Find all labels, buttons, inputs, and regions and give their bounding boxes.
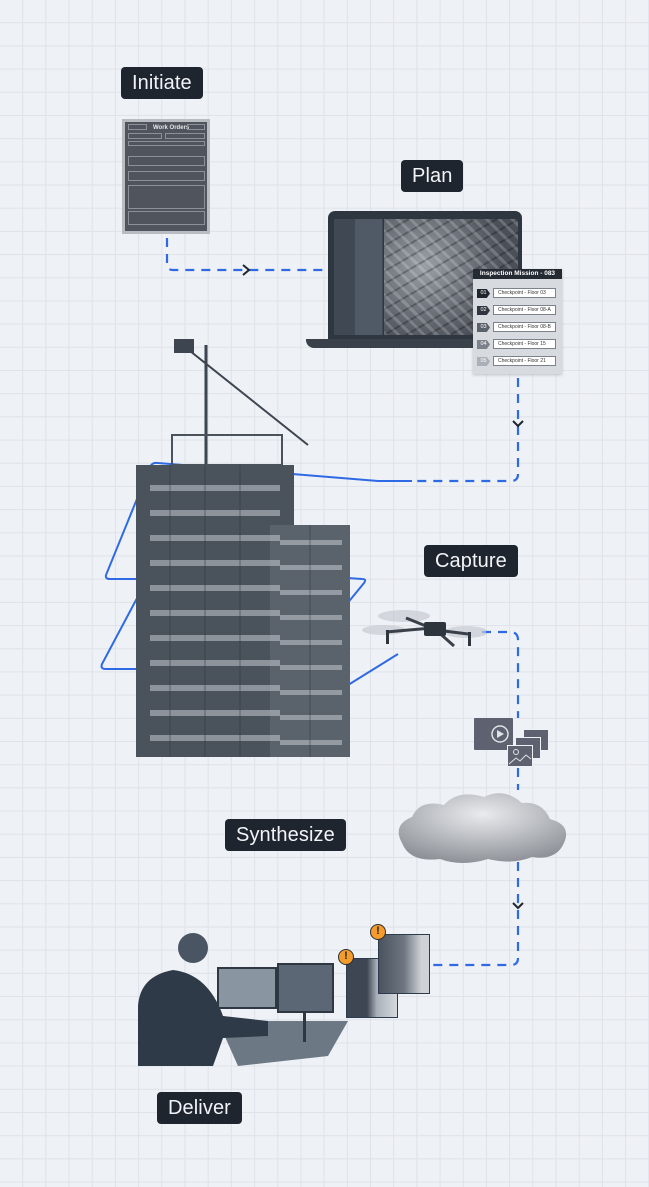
drone-image [362, 610, 486, 648]
inspection-mission-card: Inspection Mission - 083 01 Checkpoint -… [473, 269, 562, 374]
stage-label-initiate: Initiate [121, 67, 203, 99]
checkpoint-row[interactable]: 02 Checkpoint - Floor 08-A [477, 305, 559, 316]
checkpoint-number: 04 [477, 340, 490, 349]
work-order-title: Work Orders [153, 125, 190, 131]
chevron-down-icon [512, 420, 524, 428]
checkpoint-label: Checkpoint - Floor 21 [493, 356, 556, 366]
stage-label-synthesize: Synthesize [225, 819, 346, 851]
checkpoint-number: 03 [477, 323, 490, 332]
video-file-icon [474, 718, 513, 750]
stage-label-plan: Plan [401, 160, 464, 192]
alert-icon: ! [338, 949, 354, 965]
checkpoint-row[interactable]: 03 Checkpoint - Floor 08-B [477, 322, 559, 333]
alert-icon: ! [370, 924, 386, 940]
checkpoint-number: 01 [477, 289, 490, 298]
checkpoint-row[interactable]: 05 Checkpoint - Floor 21 [477, 356, 559, 367]
inspection-photo[interactable] [378, 934, 430, 994]
connector-plan-capture [412, 378, 520, 483]
checkpoint-number: 02 [477, 306, 490, 315]
mission-title: Inspection Mission - 083 [473, 269, 562, 279]
checkpoint-label: Checkpoint - Floor 08-B [493, 322, 556, 332]
connector-capture-media [482, 630, 520, 718]
construction-building-image [136, 339, 350, 757]
cloud-icon [398, 793, 567, 863]
laptop-base [306, 339, 534, 348]
analyst-at-workstation-image [138, 933, 348, 1066]
stage-label-capture: Capture [424, 545, 518, 577]
connector-synthesize-deliver [430, 862, 520, 967]
checkpoint-label: Checkpoint - Floor 15 [493, 339, 556, 349]
checkpoint-row[interactable]: 01 Checkpoint - Floor 03 [477, 288, 559, 299]
work-order-document: Work Orders [122, 119, 210, 234]
chevron-right-icon [242, 264, 251, 276]
chevron-down-icon [512, 902, 524, 910]
checkpoint-row[interactable]: 04 Checkpoint - Floor 15 [477, 339, 559, 350]
connector-initiate-plan [165, 238, 330, 272]
checkpoint-label: Checkpoint - Floor 08-A [493, 305, 556, 315]
app-mission-panel [355, 219, 382, 335]
checkpoint-label: Checkpoint - Floor 03 [493, 288, 556, 298]
stage-label-deliver: Deliver [157, 1092, 242, 1124]
checkpoint-number: 05 [477, 357, 490, 366]
image-file-icon [507, 745, 533, 767]
